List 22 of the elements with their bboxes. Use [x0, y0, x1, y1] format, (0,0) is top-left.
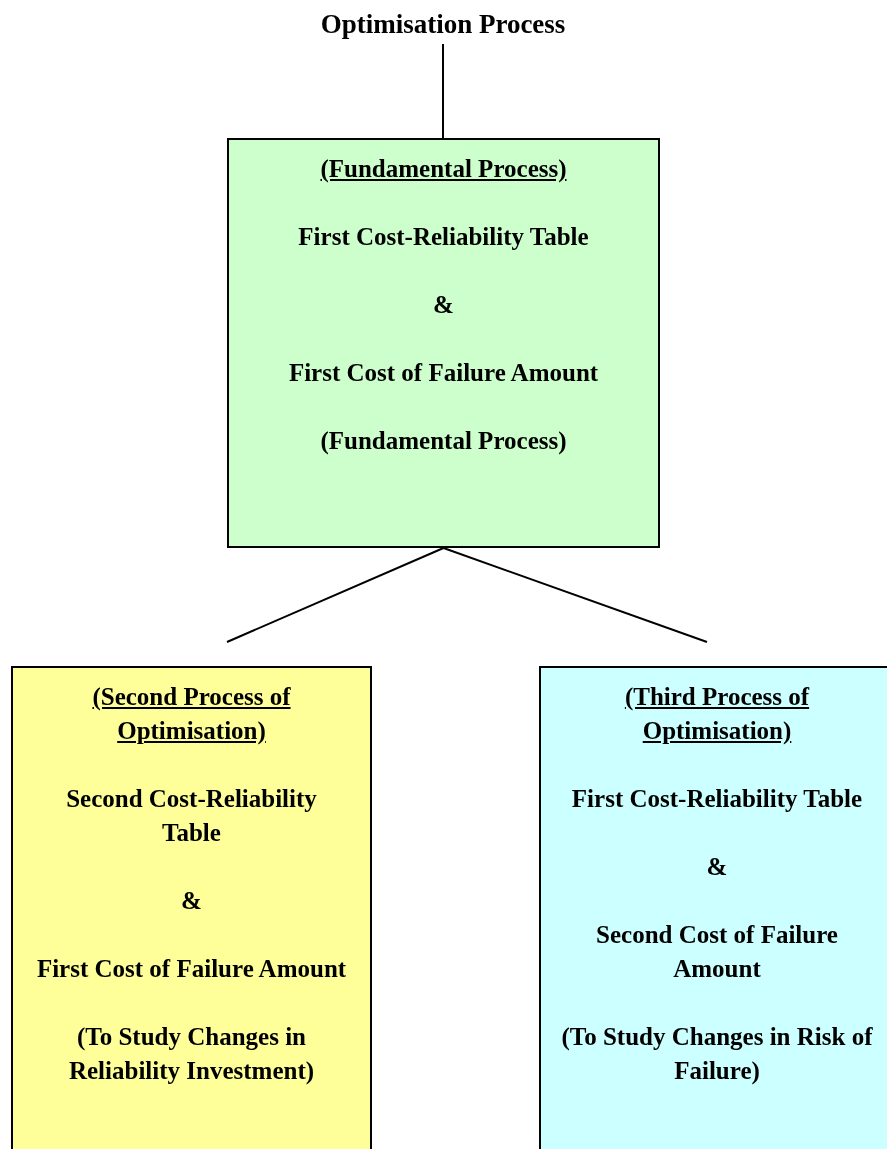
connector-line — [226, 547, 445, 643]
process-text: First Cost of Failure Amount — [35, 954, 348, 984]
process-box — [227, 138, 660, 548]
process-text: (To Study Changes in Risk of Failure) — [561, 1022, 873, 1087]
process-text: Second Cost-Reliability Table — [65, 784, 318, 848]
process-text: First Cost of Failure Amount — [287, 358, 600, 388]
process-text: & — [432, 290, 455, 320]
process-text: & — [180, 886, 203, 916]
process-text: Second Cost of Failure Amount — [595, 920, 839, 984]
process-heading: (Third Process of Optimisation) — [623, 682, 811, 746]
process-box — [11, 666, 372, 1149]
connector-line — [442, 43, 444, 139]
process-heading: (Fundamental Process) — [319, 154, 568, 185]
process-text: & — [705, 852, 729, 882]
process-text: (To Study Changes in Reliability Investment) — [67, 1022, 316, 1086]
connector-line — [442, 547, 708, 643]
process-text: (Fundamental Process) — [319, 426, 568, 457]
process-text: First Cost-Reliability Table — [297, 222, 590, 252]
process-heading: (Second Process of Optimisation) — [91, 682, 292, 747]
process-box — [539, 666, 887, 1149]
title-text: Optimisation Process — [260, 4, 626, 44]
process-text: First Cost-Reliability Table — [570, 784, 864, 814]
